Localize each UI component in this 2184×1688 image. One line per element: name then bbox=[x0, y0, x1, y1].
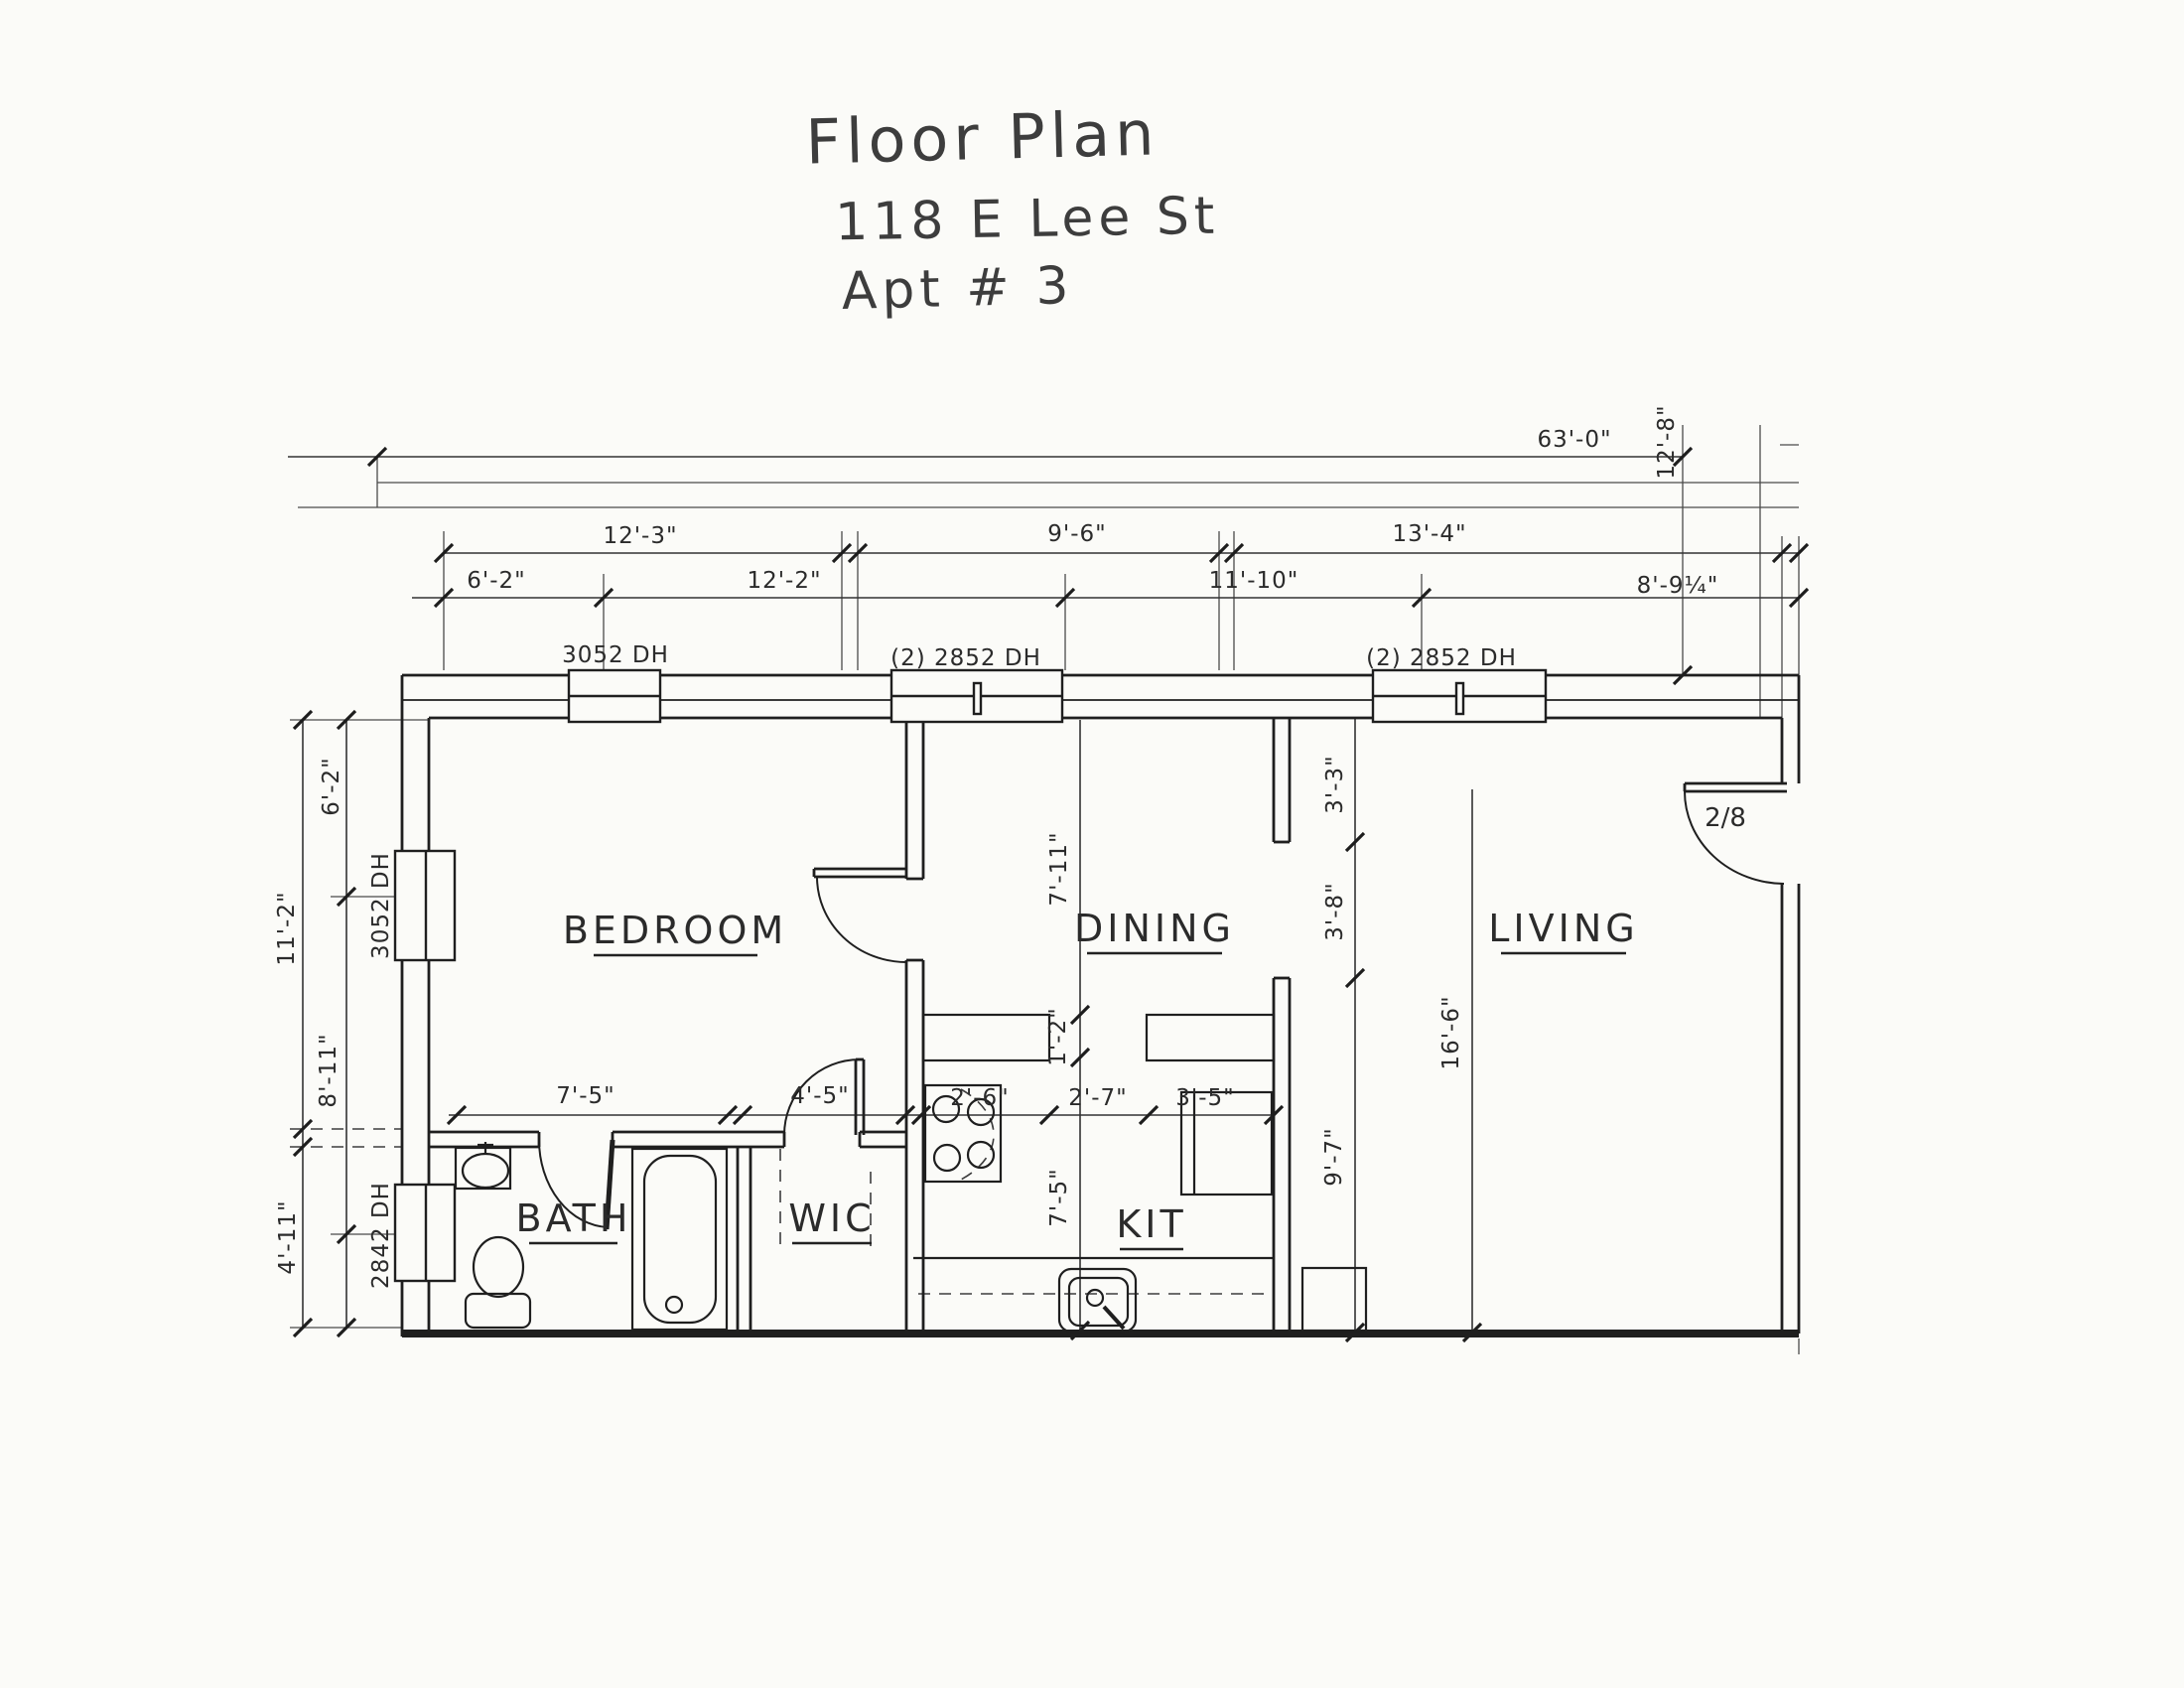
dim-wic-width: 4'-5" bbox=[790, 1083, 849, 1109]
tub-drain bbox=[664, 1295, 684, 1315]
window-label-left-2842: 2842 DH bbox=[368, 1182, 394, 1289]
stove bbox=[923, 1083, 1003, 1184]
burner bbox=[932, 1143, 962, 1173]
sheet-title: Floor Plan bbox=[805, 96, 1160, 178]
room-label-bath: BATH bbox=[516, 1196, 632, 1240]
wic-door bbox=[783, 1057, 866, 1136]
window-label-top-3052: 3052 DH bbox=[562, 642, 669, 668]
dim-pass: 1'-2" bbox=[1045, 1007, 1071, 1065]
kitchen-counter-left bbox=[921, 1013, 1051, 1062]
window-label-top-2852-b: (2) 2852 DH bbox=[1366, 645, 1517, 671]
kitchen-counter-right bbox=[1145, 1013, 1276, 1062]
sheet-apartment: Apt # 3 bbox=[841, 256, 1074, 322]
utility-box bbox=[1300, 1266, 1368, 1333]
burner bbox=[931, 1094, 961, 1124]
sink-drain bbox=[1085, 1288, 1105, 1308]
room-label-bedroom: BEDROOM bbox=[563, 909, 787, 952]
kitchen-sink bbox=[1067, 1276, 1130, 1328]
dim-row2-b: 9'-6" bbox=[1047, 521, 1106, 547]
toilet-bowl bbox=[472, 1235, 525, 1299]
dim-row3-d: 8'-9¼" bbox=[1637, 573, 1719, 599]
dim-bath-width: 7'-5" bbox=[556, 1083, 614, 1109]
dimension-lines bbox=[288, 456, 1799, 1333]
bath-door bbox=[537, 1139, 615, 1230]
dim-left-a: 6'-2" bbox=[319, 757, 344, 815]
dim-row2-c: 13'-4" bbox=[1392, 521, 1466, 547]
kitchen-cabinet bbox=[1179, 1090, 1274, 1196]
window-label-left-3052: 3052 DH bbox=[368, 852, 394, 959]
dim-kitchen-right: 9'-7" bbox=[1321, 1127, 1347, 1186]
hidden-lines bbox=[290, 1088, 1271, 1295]
dim-row3-c: 11'-10" bbox=[1209, 568, 1299, 594]
dim-kitchen-depth: 7'-5" bbox=[1046, 1168, 1072, 1226]
window-label-top-2852-a: (2) 2852 DH bbox=[890, 645, 1041, 671]
entry-door bbox=[1683, 781, 1787, 885]
burner bbox=[966, 1140, 996, 1170]
dim-overall-width: 63'-0" bbox=[1537, 427, 1611, 453]
toilet-tank bbox=[464, 1292, 532, 1330]
dim-stove: 2'-6" bbox=[950, 1085, 1009, 1111]
dimension-ticks bbox=[292, 446, 1810, 1343]
room-label-dining: DINING bbox=[1074, 907, 1235, 950]
doors bbox=[537, 781, 1787, 1230]
door-size-label: 2/8 bbox=[1705, 803, 1746, 833]
burner bbox=[966, 1097, 996, 1127]
bathtub bbox=[642, 1154, 718, 1325]
dim-opening-b: 3'-8" bbox=[1322, 882, 1348, 940]
room-label-living: LIVING bbox=[1488, 907, 1638, 950]
bedroom-door bbox=[812, 867, 907, 963]
windows bbox=[393, 668, 1548, 1283]
sheet-address: 118 E Lee St bbox=[835, 187, 1220, 253]
dim-bedroom-depth: 7'-11" bbox=[1046, 831, 1072, 906]
dim-opening-a: 3'-3" bbox=[1322, 755, 1348, 813]
room-label-kitchen: KIT bbox=[1116, 1202, 1186, 1246]
dim-kitchen-b: 3'-5" bbox=[1175, 1085, 1234, 1111]
dim-row3-a: 6'-2" bbox=[467, 568, 525, 594]
labels: Floor Plan 118 E Lee St Apt # 3 BEDROOM … bbox=[274, 96, 1746, 1289]
dim-left-c: 8'-11" bbox=[316, 1033, 341, 1107]
dim-row2-a: 12'-3" bbox=[603, 523, 677, 549]
room-label-wic: WIC bbox=[788, 1196, 875, 1240]
dim-kitchen-a: 2'-7" bbox=[1068, 1085, 1127, 1111]
dim-right-depth: 12'-8" bbox=[1654, 404, 1680, 479]
kitchen-sink-rim bbox=[1057, 1267, 1138, 1334]
dim-row3-b: 12'-2" bbox=[747, 568, 821, 594]
fixtures bbox=[454, 1013, 1368, 1334]
dim-left-d: 4'-11" bbox=[275, 1199, 301, 1274]
dim-living-depth: 16'-6" bbox=[1438, 995, 1464, 1069]
lavatory-sink bbox=[461, 1152, 510, 1190]
dim-left-b: 11'-2" bbox=[274, 891, 300, 965]
bathtub-surround bbox=[630, 1147, 729, 1332]
